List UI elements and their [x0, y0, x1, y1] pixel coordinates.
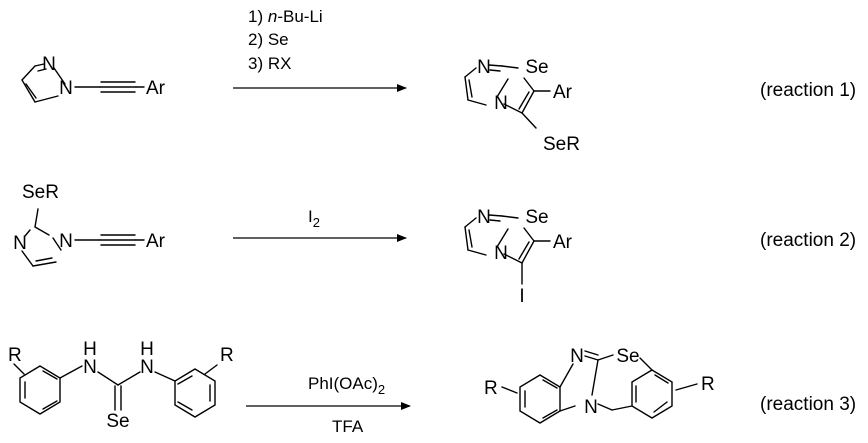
- nh-hydrogen-right: H: [140, 339, 154, 360]
- reaction-3-conditions: PhI(OAc)2 TFA: [246, 374, 411, 436]
- bridgehead-nitrogen-label: N: [494, 243, 508, 264]
- reaction-3-label: (reaction 3): [760, 394, 856, 415]
- selenium-ring-label: Se: [616, 346, 639, 367]
- r-substituent-left: R: [8, 345, 22, 366]
- imine-nitrogen-label: N: [477, 57, 491, 78]
- ser-substituent-label: SeR: [22, 182, 59, 203]
- r-substituent-right: R: [701, 374, 715, 395]
- condition-step-3: 3) RX: [248, 54, 291, 73]
- reactant-3-diaryl-selenourea: R N H Se N H R: [8, 339, 234, 432]
- bridgehead-nitrogen-label: N: [584, 397, 598, 418]
- imine-nitrogen-label: N: [477, 207, 491, 228]
- imine-nitrogen-label: N: [570, 346, 584, 367]
- aryl-label: Ar: [146, 78, 166, 99]
- reaction-1: N N Ar 1) n-Bu-Li 2) Se 3) RX: [21, 7, 856, 155]
- nh-nitrogen-left: N: [83, 357, 97, 378]
- ring-nitrogen-label: N: [59, 78, 73, 99]
- iodine-reagent: I2: [308, 207, 320, 230]
- imine-nitrogen-label: N: [13, 233, 27, 254]
- reaction-3: R N H Se N H R PhI(OAc)2 TFA: [8, 339, 856, 436]
- aryl-label: Ar: [146, 231, 166, 252]
- reaction-2-label: (reaction 2): [760, 230, 856, 251]
- selenium-label: Se: [106, 411, 129, 432]
- reactant-2-ser-alkynyl-imidazole: SeR N N Ar: [13, 182, 166, 267]
- condition-step-2: 2) Se: [248, 30, 289, 49]
- bridgehead-nitrogen-label: N: [494, 93, 508, 114]
- reaction-1-conditions: 1) n-Bu-Li 2) Se 3) RX: [233, 7, 407, 92]
- selenium-ring-label: Se: [525, 207, 548, 228]
- aryl-label: Ar: [553, 82, 573, 103]
- r-substituent-right: R: [220, 345, 234, 366]
- oxidant-reagent: PhI(OAc)2: [308, 374, 385, 397]
- reaction-2: SeR N N Ar I2 N Se N Ar: [13, 182, 856, 307]
- acid-reagent: TFA: [332, 417, 364, 436]
- selenium-ring-label: Se: [525, 57, 548, 78]
- product-benzimidazobenzoselenazole: R R N Se N: [484, 346, 715, 424]
- nh-nitrogen-right: N: [140, 357, 154, 378]
- aryl-label: Ar: [553, 232, 573, 253]
- reaction-1-label: (reaction 1): [760, 80, 856, 101]
- r-substituent-left: R: [484, 378, 498, 399]
- product-imidazoselenazole-ser: N Se N Ar SeR: [464, 57, 580, 155]
- reaction-2-conditions: I2: [233, 207, 407, 242]
- condition-step-1: 1) n-Bu-Li: [248, 7, 323, 26]
- iodo-substituent-label: I: [519, 286, 524, 307]
- reactant-1-alkynyl-imidazole: N N Ar: [21, 54, 166, 103]
- imine-nitrogen-label: N: [42, 54, 56, 75]
- product-imidazoselenazole-iodo: N Se N Ar I: [464, 207, 573, 307]
- ring-nitrogen-label: N: [59, 231, 73, 252]
- ser-substituent-label: SeR: [543, 134, 580, 155]
- nh-hydrogen-left: H: [83, 339, 97, 360]
